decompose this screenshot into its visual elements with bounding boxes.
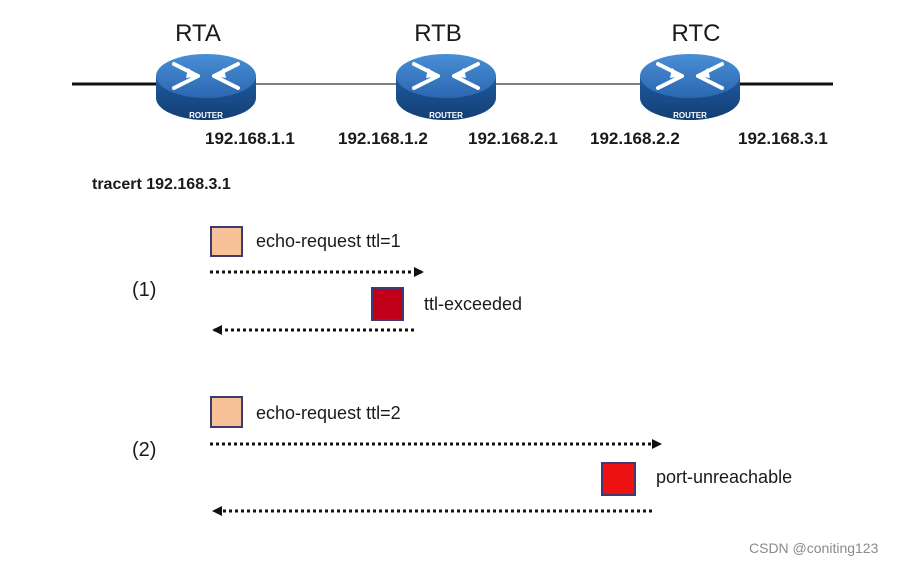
- step1-reply-packet: [371, 287, 404, 321]
- step1-reply-label: ttl-exceeded: [424, 294, 523, 314]
- router-rta-label: RTA: [175, 20, 221, 47]
- step2-reply-label: port-unreachable: [656, 467, 793, 487]
- tracert-command: tracert 192.168.3.1: [92, 176, 231, 193]
- router-rtc-label: RTC: [671, 20, 721, 47]
- ip-label-rtc-1: 192.168.2.2: [590, 129, 680, 148]
- step1-request-label: echo-request ttl=1: [256, 231, 401, 251]
- router-rtb-badge: ROUTER: [429, 111, 463, 120]
- router-rta-badge: ROUTER: [189, 111, 223, 120]
- ip-label-rtb-1: 192.168.1.2: [338, 129, 428, 148]
- step1-request-packet: [210, 226, 243, 257]
- ip-label-rtc-2: 192.168.3.1: [738, 129, 828, 148]
- router-rta-icon: [156, 54, 256, 120]
- router-rtc-icon: [640, 54, 740, 120]
- ip-label-rtb-2: 192.168.2.1: [468, 129, 558, 148]
- router-rtb-label: RTB: [414, 20, 462, 47]
- step2-request-packet: [210, 396, 243, 428]
- step2-reply-packet: [601, 462, 636, 496]
- ip-label-rta-1: 192.168.1.1: [205, 129, 295, 148]
- step1-label: (1): [132, 279, 157, 301]
- step2-label: (2): [132, 439, 157, 461]
- step2-request-label: echo-request ttl=2: [256, 403, 401, 423]
- router-rtc-badge: ROUTER: [673, 111, 707, 120]
- watermark: CSDN @coniting123: [749, 540, 879, 556]
- router-rtb-icon: [396, 54, 496, 120]
